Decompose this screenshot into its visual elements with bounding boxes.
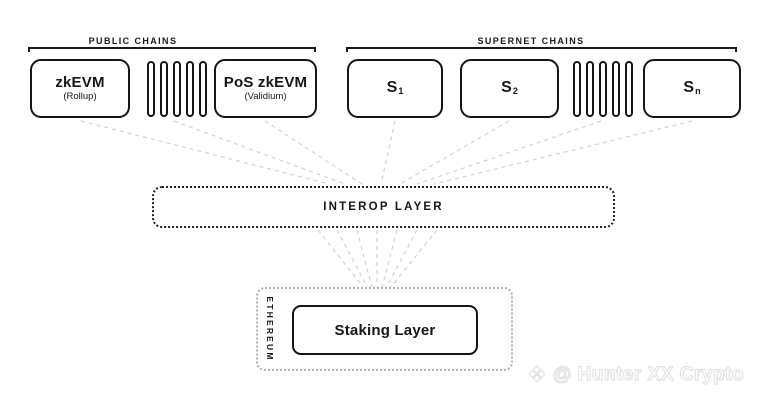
stack-bar-icon <box>186 61 194 117</box>
s1-base: S <box>386 79 398 97</box>
public-chains-bracket <box>28 47 316 52</box>
watermark: ❖ @ Hunter XX Crypto <box>527 362 744 387</box>
pos-zkevm-validium-box: PoS zkEVM (Validium) <box>214 59 317 118</box>
watermark-text: @ Hunter XX Crypto <box>552 364 744 386</box>
sn-base: S <box>683 79 695 97</box>
stack-bar-icon <box>160 61 168 117</box>
stack-bar-icon <box>147 61 155 117</box>
stack-bar-icon <box>199 61 207 117</box>
sn-subscript: n <box>695 86 701 97</box>
s2-base: S <box>501 79 512 97</box>
stack-bar-icon <box>573 61 581 117</box>
ethereum-label: ETHEREUM <box>265 296 275 362</box>
supernet-chains-bracket <box>346 47 737 52</box>
pos-zkevm-subtitle: (Validium) <box>244 91 287 103</box>
public-chain-stack-icon <box>147 61 207 117</box>
diamond-logo-icon: ❖ <box>527 362 548 387</box>
stack-bar-icon <box>625 61 633 117</box>
stack-bar-icon <box>612 61 620 117</box>
staking-layer-box: Staking Layer <box>292 305 478 355</box>
interop-layer-label: INTEROP LAYER <box>323 201 444 213</box>
interop-layer-box: INTEROP LAYER <box>152 186 615 228</box>
public-chains-label: PUBLIC CHAINS <box>88 36 178 46</box>
pos-zkevm-title: PoS zkEVM <box>223 73 308 91</box>
supernet-chain-stack-icon <box>573 61 633 117</box>
zkevm-rollup-title: zkEVM <box>55 73 105 91</box>
stack-bar-icon <box>599 61 607 117</box>
zkevm-rollup-subtitle: (Rollup) <box>63 91 97 103</box>
supernet-chains-label: SUPERNET CHAINS <box>477 36 585 46</box>
staking-layer-label: Staking Layer <box>334 321 436 339</box>
s1-subscript: 1 <box>398 86 404 97</box>
stack-bar-icon <box>173 61 181 117</box>
stack-bar-icon <box>586 61 594 117</box>
zkevm-rollup-box: zkEVM (Rollup) <box>30 59 130 118</box>
s2-subscript: 2 <box>512 86 518 97</box>
